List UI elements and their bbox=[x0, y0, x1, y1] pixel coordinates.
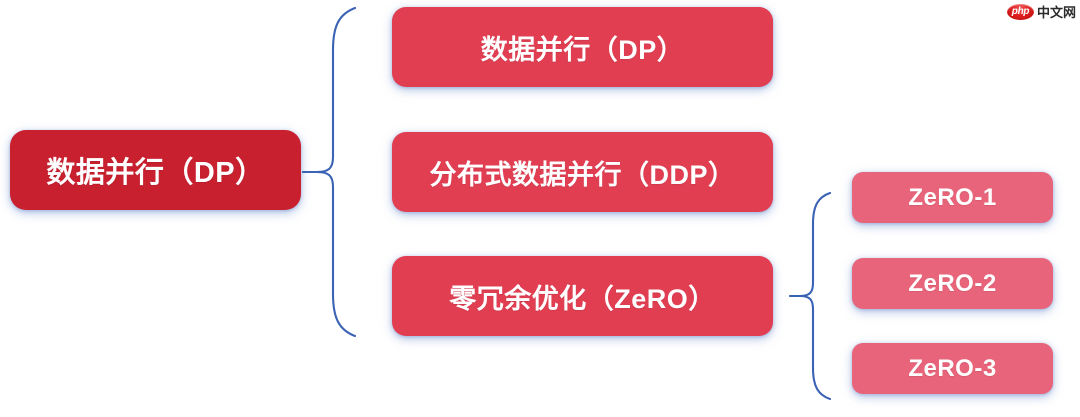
php-logo-icon: php bbox=[1006, 4, 1034, 20]
node-leaf-zero-2[interactable]: ZeRO-2 bbox=[852, 258, 1053, 309]
main-brace-icon bbox=[301, 6, 357, 338]
main-brace-connector bbox=[301, 2, 395, 342]
node-child-ddp[interactable]: 分布式数据并行（DDP） bbox=[392, 132, 773, 212]
zero-brace-connector bbox=[788, 190, 858, 402]
node-root-data-parallel[interactable]: 数据并行（DP） bbox=[10, 130, 301, 210]
zero-brace-icon bbox=[788, 191, 832, 401]
watermark: php 中文网 bbox=[1006, 2, 1076, 22]
node-child-dp[interactable]: 数据并行（DP） bbox=[392, 7, 773, 87]
node-leaf-zero-1[interactable]: ZeRO-1 bbox=[852, 172, 1053, 223]
node-child-zero[interactable]: 零冗余优化（ZeRO） bbox=[392, 256, 773, 336]
watermark-site-label: 中文网 bbox=[1036, 4, 1076, 20]
node-leaf-zero-3[interactable]: ZeRO-3 bbox=[852, 343, 1053, 394]
